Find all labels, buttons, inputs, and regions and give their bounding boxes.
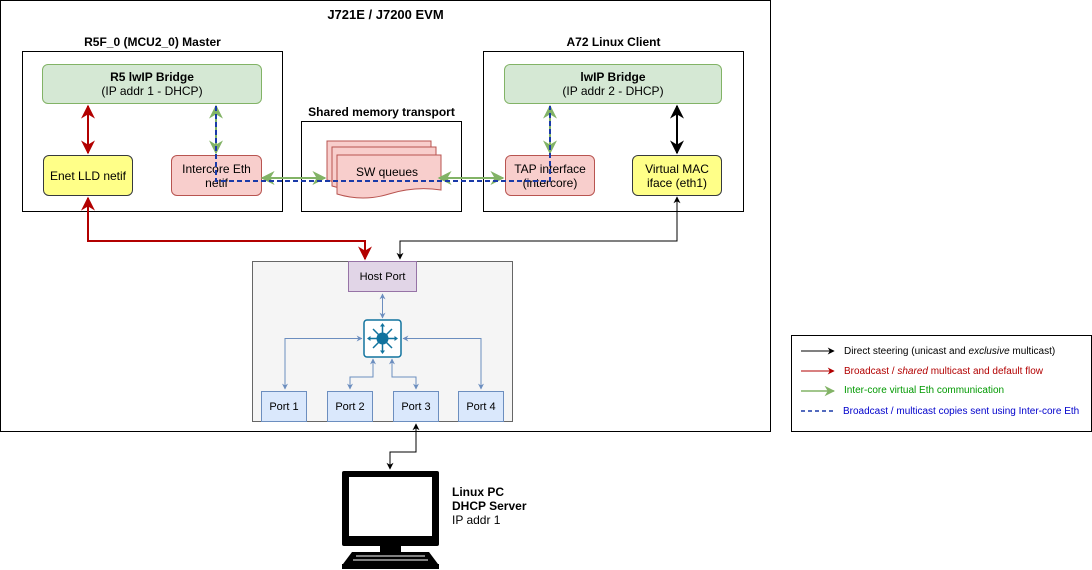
vmac-line1: Virtual MAC xyxy=(645,161,709,176)
black-vmac-host-arrow xyxy=(396,196,681,260)
switch-port3-link xyxy=(389,358,419,390)
a72-title: A72 Linux Client xyxy=(566,35,661,49)
shm-title: Shared memory transport xyxy=(308,105,455,119)
switch-port4-link xyxy=(402,335,484,390)
a72-bridge-subtitle: (IP addr 2 - DHCP) xyxy=(562,84,664,98)
legend-broadcast-suffix: multicast and default flow xyxy=(927,366,1043,377)
legend-broadcast-em: shared xyxy=(897,366,928,377)
host-port-label: Host Port xyxy=(359,270,406,283)
enet-lld-label: Enet LLD netif xyxy=(49,168,127,183)
switch-icon xyxy=(363,319,402,358)
pc-line3: IP addr 1 xyxy=(452,513,501,527)
legend-direct-suffix: multicast) xyxy=(1009,346,1056,357)
legend-broadcast: Broadcast / shared multicast and default… xyxy=(844,366,1043,377)
shm-container xyxy=(301,121,462,212)
vmac-line2: iface (eth1) xyxy=(646,175,708,190)
switch-port1-link xyxy=(282,335,363,390)
port-4-label: Port 4 xyxy=(466,400,496,413)
r5-lwip-bridge: R5 lwIP Bridge (IP addr 1 - DHCP) xyxy=(42,64,262,104)
r5-bridge-subtitle: (IP addr 1 - DHCP) xyxy=(101,84,203,98)
legend-direct: Direct steering (unicast and exclusive m… xyxy=(844,346,1055,357)
legend-direct-prefix: Direct steering (unicast and xyxy=(844,346,969,357)
port-2-label: Port 2 xyxy=(335,400,365,413)
r5f-title: R5F_0 (MCU2_0) Master xyxy=(84,35,221,49)
legend-intercore: Inter-core virtual Eth communication xyxy=(844,385,1005,396)
port-3: Port 3 xyxy=(393,391,439,422)
sw-queues-shape: SW queues xyxy=(326,140,442,199)
port3-pc-link xyxy=(386,423,420,470)
intercore-line1: Intercore Eth xyxy=(182,161,251,176)
port-3-label: Port 3 xyxy=(401,400,431,413)
evm-title: J721E / J7200 EVM xyxy=(327,7,444,22)
switch-port2-link xyxy=(347,358,376,390)
tap-line1: TAP interface xyxy=(514,161,586,176)
pc-label: Linux PC DHCP Server IP addr 1 xyxy=(452,485,526,527)
port-1: Port 1 xyxy=(261,391,307,422)
legend-broadcast-prefix: Broadcast / xyxy=(844,366,898,377)
a72-bridge-title: lwIP Bridge xyxy=(580,70,646,84)
monitor-icon xyxy=(342,471,439,569)
port-4: Port 4 xyxy=(458,391,504,422)
pc-line1: Linux PC xyxy=(452,485,505,499)
r5-bridge-title: R5 lwIP Bridge xyxy=(110,70,194,84)
sw-queues-label: SW queues xyxy=(356,165,418,179)
virtual-mac-iface: Virtual MAC iface (eth1) xyxy=(632,155,722,196)
evm-frame xyxy=(0,0,771,432)
host-port: Host Port xyxy=(348,261,417,292)
legend-copies: Broadcast / multicast copies sent using … xyxy=(843,406,1080,417)
red-lld-host-arrow xyxy=(81,196,372,261)
blue-copies-path xyxy=(215,106,551,182)
tap-line2: (intercore) xyxy=(522,175,578,190)
enet-lld-netif: Enet LLD netif xyxy=(43,155,133,196)
a72-lwip-bridge: lwIP Bridge (IP addr 2 - DHCP) xyxy=(504,64,722,104)
intercore-line2: netif xyxy=(205,175,228,190)
port-2: Port 2 xyxy=(327,391,373,422)
pc-line2: DHCP Server xyxy=(452,499,527,513)
port-1-label: Port 1 xyxy=(269,400,299,413)
legend-direct-em: exclusive xyxy=(968,346,1010,357)
